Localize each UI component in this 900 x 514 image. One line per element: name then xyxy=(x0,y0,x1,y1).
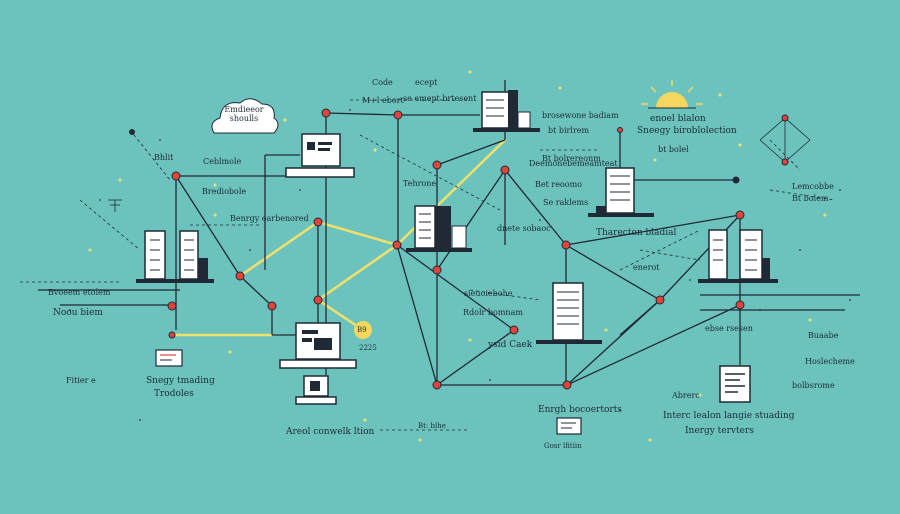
label-areol: Areol conwelk ltion xyxy=(286,427,375,437)
cloud-label-line1: Emdieeor xyxy=(224,105,264,114)
label-gosr: Gosr lfitiin xyxy=(544,442,582,450)
label-dneter: dnete sobaoc xyxy=(497,224,551,233)
black-node xyxy=(732,176,740,184)
building-bottom-center xyxy=(536,282,602,344)
card-icon-bottom xyxy=(556,417,582,435)
cloud-label: Emdieeor shoulls xyxy=(213,105,275,123)
label-exsnt: enerot xyxy=(633,263,660,272)
label-ceblmole: Ceblmole xyxy=(203,157,242,166)
card-icon-left xyxy=(155,349,183,367)
label-ecoelocd: Benrgy earbenored xyxy=(230,214,309,223)
monitor-bottom xyxy=(279,322,357,369)
label-hoslec: Hoslecheme xyxy=(805,357,855,366)
building-right xyxy=(698,229,778,283)
label-inergy: Inergy tervters xyxy=(685,426,754,436)
label-bt3: Bt bolem xyxy=(792,194,829,203)
label-dcemone: Deemonebemeamteat xyxy=(529,159,618,168)
label-saeg: sieuoiebohe xyxy=(464,289,513,298)
label-trodoles: Trodoles xyxy=(154,389,194,399)
label-ysid: ysid Caek xyxy=(488,340,533,350)
label-noou: Noou biem xyxy=(53,308,103,318)
label-ecept: ecept xyxy=(415,78,438,87)
label-b9: B9 xyxy=(357,326,367,334)
highlight-connections xyxy=(170,138,507,337)
monitor-top xyxy=(285,133,355,178)
label-fitier: Fitier e xyxy=(66,376,96,385)
label-enrgh: Enrgh bocoertorts xyxy=(538,405,622,415)
network-nodes xyxy=(167,108,789,390)
label-ebse: ebse rsesen xyxy=(705,324,753,333)
sun-icon xyxy=(641,80,703,109)
building-left xyxy=(136,230,214,283)
dashed-connections xyxy=(20,99,836,431)
label-bt: bt birlrem xyxy=(548,126,590,135)
building-top-center xyxy=(473,90,540,132)
label-code: Code xyxy=(372,78,393,87)
cloud-icon xyxy=(211,98,279,134)
building-center xyxy=(406,205,472,252)
label-abrerc: Abrerc xyxy=(672,391,700,400)
label-se-raklems: Se raklems xyxy=(543,198,589,207)
label-bet: Bet reoomo xyxy=(535,180,582,189)
antenna-icon-left xyxy=(108,199,122,212)
label-enod: enoel blalon xyxy=(650,114,706,124)
label-brosew: brosewone badiam xyxy=(542,111,619,120)
label-energy-trading: Snegy tmading xyxy=(146,376,215,386)
label-bhlit: Bhlit xyxy=(154,153,174,162)
label-ml: M+l ebort xyxy=(362,96,404,105)
label-small: Bt: blhe xyxy=(418,422,446,430)
cloud-label-line2: shoulls xyxy=(229,114,259,124)
coin-icon xyxy=(354,321,372,339)
label-btel: bt bolel xyxy=(658,145,689,154)
label-rolr: Rdolr bomnam xyxy=(463,308,523,317)
building-right-upper xyxy=(588,167,654,217)
label-interc: Interc lealon langie stuading xyxy=(663,411,795,421)
background-sparkles xyxy=(88,70,827,442)
label-buaabe: Buaabe xyxy=(808,331,839,340)
label-beveen: Bvoeem etolem xyxy=(48,288,111,297)
antenna-icon xyxy=(759,117,811,163)
label-lemc: Lemcobbe xyxy=(792,182,834,191)
label-energy: Sneegy biroblolection xyxy=(637,126,737,136)
label-bolsrom: bolbsrome xyxy=(792,381,835,390)
background-dots xyxy=(69,109,851,421)
label-2225: 2225 xyxy=(359,344,377,352)
label-tehrone: Tehrone xyxy=(403,179,437,188)
label-se: se emept brtesent xyxy=(403,94,477,103)
label-brediobole: Brediobole xyxy=(202,187,247,196)
laptop-bottom-left xyxy=(295,375,337,405)
label-tarecton: Tharecton bladial xyxy=(596,228,677,238)
document-icon-right xyxy=(719,365,751,403)
label-bt2: Bt bolrereonm xyxy=(542,154,601,163)
